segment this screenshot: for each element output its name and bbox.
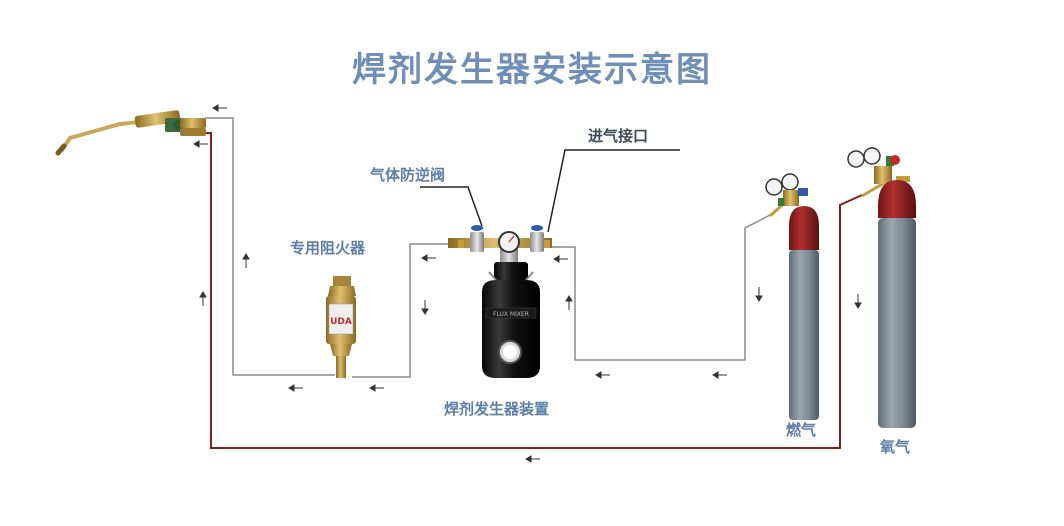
check-valve-leader bbox=[420, 186, 483, 227]
arrestor-mark: UDA bbox=[330, 317, 352, 327]
flow-arrow-icon bbox=[212, 104, 227, 112]
pressure-gauge-icon bbox=[781, 173, 799, 191]
pressure-gauge-icon bbox=[847, 150, 865, 168]
flow-arrow-icon bbox=[595, 371, 610, 379]
flow-arrow-icon bbox=[242, 253, 250, 268]
pressure-gauge-icon bbox=[498, 231, 520, 253]
flow-arrow-icon bbox=[712, 371, 727, 379]
oxygen-label: 氧气 bbox=[880, 438, 911, 456]
valve-icon bbox=[531, 225, 543, 231]
pressure-gauge-icon bbox=[765, 178, 783, 196]
pressure-gauge-icon bbox=[863, 147, 881, 165]
flow-arrow-icon bbox=[369, 384, 384, 392]
oxygen-cylinder bbox=[847, 147, 916, 428]
oxygen-hose bbox=[205, 132, 863, 449]
check-valve-label: 气体防逆阀 bbox=[370, 166, 446, 184]
generator-device-label: 焊剂发生器装置 bbox=[444, 400, 550, 418]
flow-arrow-icon bbox=[525, 455, 540, 463]
flow-arrow-icon bbox=[565, 295, 573, 310]
flow-arrow-icon bbox=[288, 384, 303, 392]
fuel-hose-torch-to-arrestor bbox=[205, 117, 335, 376]
flame-arrestor: UDA bbox=[326, 276, 356, 378]
fuel-hose-generator-to-cylinder bbox=[548, 213, 773, 361]
flow-arrow-icon bbox=[553, 255, 568, 263]
flow-arrows bbox=[193, 104, 862, 463]
flow-arrow-icon bbox=[199, 291, 207, 306]
flame-arrestor-label: 专用阻火器 bbox=[290, 239, 366, 257]
flow-arrow-icon bbox=[755, 287, 763, 302]
inlet-label: 进气接口 bbox=[588, 127, 649, 145]
flow-arrow-icon bbox=[854, 294, 862, 309]
torch-icon bbox=[55, 110, 206, 156]
flow-arrow-icon bbox=[421, 300, 429, 315]
fuel-gas-cylinder bbox=[765, 173, 819, 420]
fuel-hose-arrestor-to-generator bbox=[352, 243, 452, 378]
flux-generator: FLUX MIXER bbox=[448, 225, 552, 378]
fuel-gas-label: 燃气 bbox=[786, 421, 817, 439]
tank-badge: FLUX MIXER bbox=[493, 311, 529, 318]
inlet-leader bbox=[547, 149, 680, 233]
diagram-title: 焊剂发生器安装示意图 bbox=[352, 50, 712, 90]
flow-arrow-icon bbox=[421, 254, 436, 262]
flow-arrow-icon bbox=[193, 140, 208, 148]
valve-icon bbox=[471, 225, 483, 231]
